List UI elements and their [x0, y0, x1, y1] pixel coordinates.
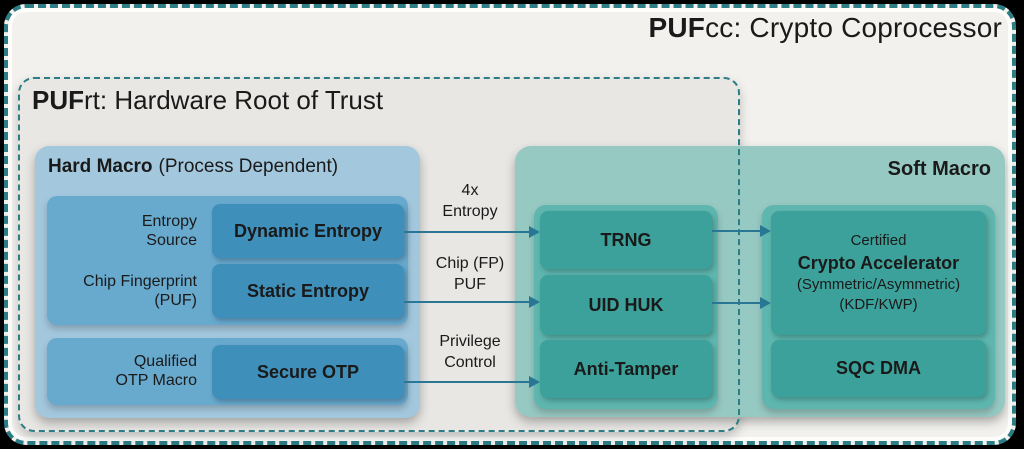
hard-macro-title-bold: Hard Macro [48, 156, 153, 177]
privilege-arrow [404, 376, 540, 388]
trng-box: TRNG [540, 211, 712, 269]
crypto-kdf-line: (KDF/KWP) [839, 296, 918, 313]
sqc-dma-box: SQC DMA [771, 340, 986, 397]
entropy-source-group: Entropy Source Dynamic Entropy Chip Fing… [47, 196, 408, 325]
pufrt-title-rest: rt: Hardware Root of Trust [84, 85, 384, 115]
crypto-accelerator-box: Certified Crypto Accelerator (Symmetric/… [771, 211, 986, 335]
pufcc-title-rest: cc: Crypto Coprocessor [705, 12, 1002, 43]
crypto-certified-line: Certified [850, 232, 907, 249]
entropy-source-label: Entropy Source [141, 213, 197, 249]
dynamic-entropy-box: Dynamic Entropy [212, 204, 404, 258]
uid-huk-box: UID HUK [540, 275, 712, 335]
hard-macro-box: Hard Macro(Process Dependent) Entropy So… [35, 146, 420, 418]
entropy-arrow-label: 4x Entropy [442, 182, 498, 220]
crypto-symmetric-line: (Symmetric/Asymmetric) [796, 276, 961, 293]
privilege-arrow-label: Privilege Control [439, 333, 501, 371]
pufcc-brand: PUF [648, 12, 706, 43]
trng-to-crypto-arrow [712, 225, 771, 237]
hard-macro-subtitle: (Process Dependent) [158, 156, 339, 177]
pufrt-brand: PUF [32, 85, 84, 115]
soft-macro-box: Soft Macro TRNG UID HUK Anti-Tamper Cert… [515, 146, 1005, 417]
rot-modules-group: TRNG UID HUK Anti-Tamper [534, 205, 718, 409]
puf-arrow-label: Chip (FP) PUF [435, 255, 505, 293]
secure-otp-box: Secure OTP [212, 345, 404, 399]
anti-tamper-box: Anti-Tamper [540, 340, 712, 398]
hard-macro-title: Hard Macro(Process Dependent) [48, 156, 338, 178]
puf-arrow [404, 296, 540, 308]
crypto-group: Certified Crypto Accelerator (Symmetric/… [762, 205, 995, 409]
chip-fingerprint-label: Chip Fingerprint (PUF) [83, 273, 197, 309]
otp-group: Qualified OTP Macro Secure OTP [47, 338, 408, 405]
crypto-accelerator-line: Crypto Accelerator [797, 253, 960, 273]
soft-macro-title: Soft Macro [887, 158, 991, 180]
huk-to-crypto-arrow [712, 297, 771, 309]
entropy-arrow [404, 226, 540, 238]
static-entropy-box: Static Entropy [212, 264, 404, 318]
pufcc-title: PUFcc: Crypto Coprocessor [648, 12, 1002, 44]
qualified-otp-label: Qualified OTP Macro [115, 353, 198, 389]
pufrt-title: PUFrt: Hardware Root of Trust [32, 85, 383, 116]
